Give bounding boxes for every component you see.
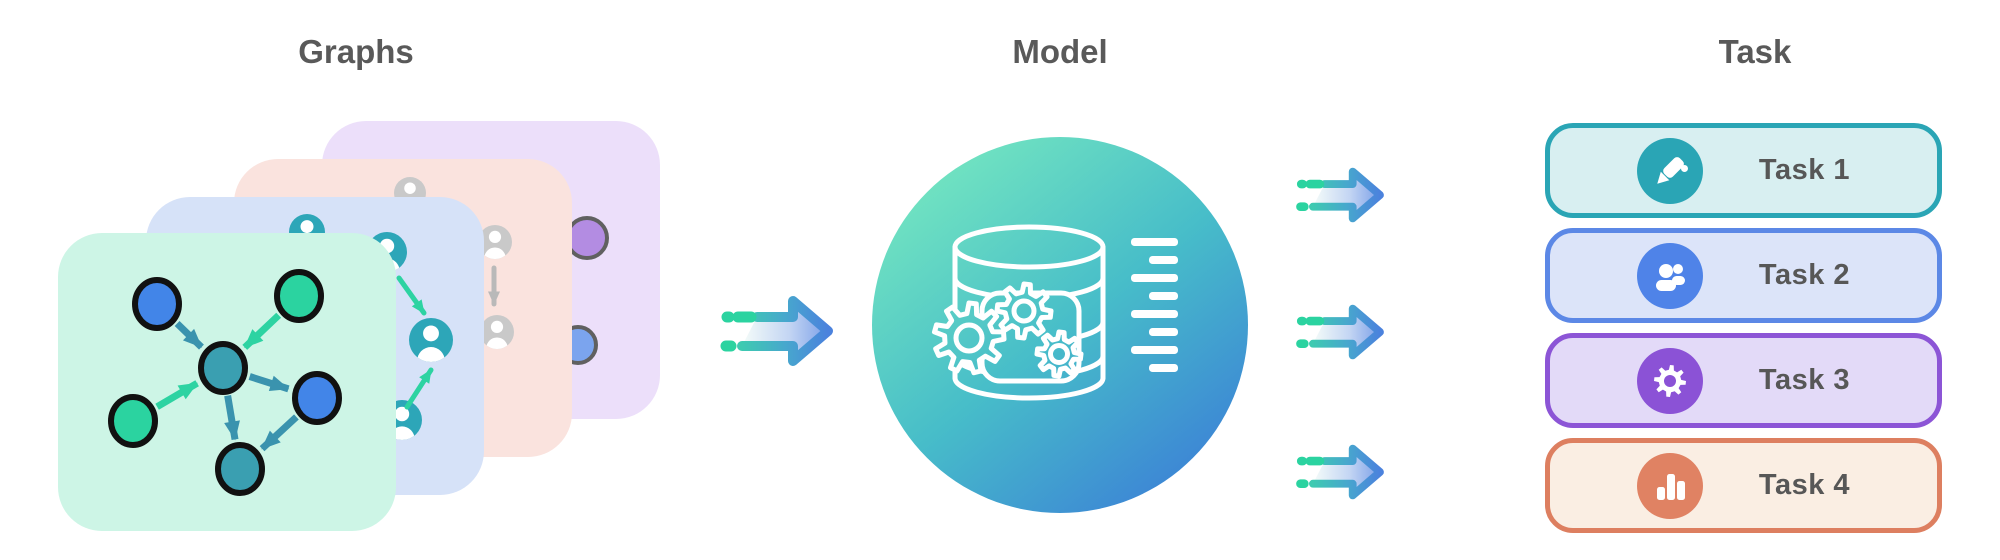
model-title: Model xyxy=(1012,33,1108,70)
graph-edge-arrow xyxy=(155,380,199,410)
database-gears-icon xyxy=(932,224,1106,401)
task-pill-4: Task 4 xyxy=(1545,438,1942,533)
users-icon xyxy=(1655,263,1685,291)
background-graph-node xyxy=(565,216,609,260)
task-2-icon-circle xyxy=(1636,242,1703,309)
pen-icon xyxy=(1657,156,1688,184)
task-label: Task 4 xyxy=(1758,469,1851,501)
flow-arrow xyxy=(1296,167,1384,223)
arrow-dash xyxy=(1296,316,1325,348)
task-1-icon-circle xyxy=(1636,137,1703,204)
bar-chart-icon xyxy=(1656,473,1685,500)
task-title: Task xyxy=(1718,33,1792,70)
task-label: Task 1 xyxy=(1758,154,1851,186)
task-3-icon-circle xyxy=(1636,347,1703,414)
gear-icon xyxy=(1653,364,1686,397)
graph-node-blue xyxy=(292,371,342,425)
task-label: Task 3 xyxy=(1758,364,1851,396)
graph-node-green xyxy=(274,269,324,323)
graph-node-teal xyxy=(215,442,265,496)
graph-edge-arrow xyxy=(259,414,299,452)
graph-edge-arrow xyxy=(248,373,290,393)
graph-node-green xyxy=(108,394,158,448)
teal-user-avatar-icon xyxy=(409,318,453,362)
arrow-dash xyxy=(1296,456,1325,488)
graph-edge-arrow xyxy=(174,320,204,350)
social-link-arrow xyxy=(404,367,434,410)
task-label: Task 2 xyxy=(1758,259,1851,291)
arrow-dash xyxy=(720,311,757,352)
flow-arrow xyxy=(720,296,833,366)
task-pill-3: Task 3 xyxy=(1545,333,1942,428)
social-link-arrow xyxy=(396,275,427,316)
graph-node-teal xyxy=(198,341,248,395)
task-pill-1: Task 1 xyxy=(1545,123,1942,218)
flow-arrow xyxy=(1296,304,1384,360)
gray-user-avatar-icon xyxy=(480,315,514,349)
model-circle xyxy=(872,137,1248,513)
task-4-icon-circle xyxy=(1636,452,1703,519)
task-pill-2: Task 2 xyxy=(1545,228,1942,323)
graph-edge-arrow xyxy=(224,395,240,441)
arrow-dash xyxy=(1296,179,1325,211)
gray-user-avatar-icon xyxy=(478,225,512,259)
graph-node-blue xyxy=(132,277,182,331)
task-list: Task 1 Task 2 Task 3 xyxy=(1545,123,1942,543)
graphs-title: Graphs xyxy=(298,33,414,70)
data-lines-icon xyxy=(1131,238,1178,372)
flow-arrow xyxy=(1296,444,1384,500)
graph-edge-arrow xyxy=(242,312,282,350)
